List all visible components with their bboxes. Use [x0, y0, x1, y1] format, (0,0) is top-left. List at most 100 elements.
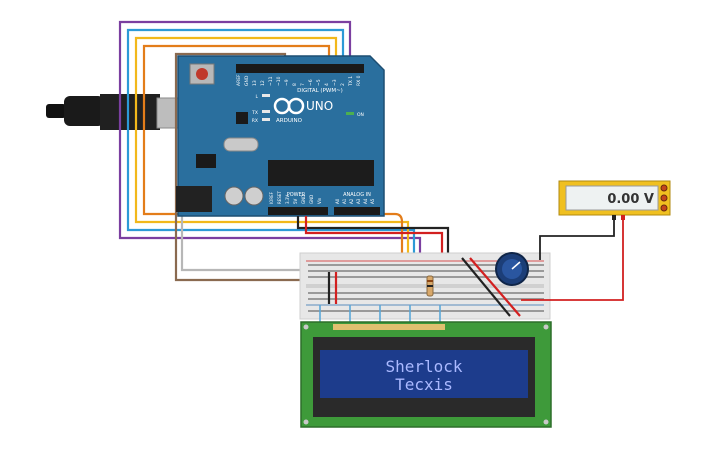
hole-row [308, 264, 544, 266]
analog-label: ANALOG IN [343, 192, 371, 198]
analog-pin-labels: A0 A1 A2 A3 A4 A5 [335, 198, 375, 204]
usb-cable-end [46, 104, 66, 118]
pin-label: RX 0 [356, 75, 362, 86]
multimeter-knob-bottom[interactable] [660, 204, 668, 212]
pin-label: 2 [340, 83, 346, 86]
capacitor-1 [224, 186, 244, 206]
wire-5v [304, 216, 444, 262]
pin-label: ~10 [276, 76, 282, 86]
atmega-chip [268, 160, 374, 186]
pin-label: GND [244, 75, 250, 86]
model-label: UNO [306, 99, 333, 113]
pin-label: ~11 [268, 76, 274, 86]
multimeter-reading: 0.00 V [607, 192, 654, 207]
power-pin-labels: IOREF RESET 3.3V 5V GND GND Vin [269, 191, 322, 204]
voltage-regulator [196, 154, 216, 168]
wire-yellow [134, 36, 410, 297]
usb-cable-strain-relief [64, 96, 104, 126]
led-label-l: L [255, 94, 258, 100]
hole-row [308, 298, 544, 300]
multimeter-display [565, 185, 659, 211]
lcd-mount-hole [543, 324, 549, 330]
lcd-mount-hole [543, 419, 549, 425]
digital-header [236, 64, 364, 73]
pin-label: RESET [277, 191, 282, 204]
pin-label: A4 [363, 198, 368, 204]
multimeter-knob-middle[interactable] [660, 194, 668, 202]
pin-label: Vin [317, 197, 322, 204]
probe-terminal-black [612, 215, 616, 220]
digital-pin-labels: AREF GND 13 12 ~11 ~10 ~9 8 7 ~6 ~5 4 ~3… [236, 74, 362, 87]
led-l [262, 94, 270, 97]
arduino-logo [273, 97, 305, 115]
pin-label: 12 [260, 80, 266, 86]
pin-label: A2 [349, 198, 354, 204]
breadboard-holes [308, 264, 544, 312]
power-jack [176, 186, 212, 212]
pin-label: IOREF [269, 191, 274, 204]
pin-label: A0 [335, 198, 340, 204]
potentiometer-indicator [511, 261, 521, 270]
multimeter-probe-wires [521, 220, 624, 301]
brand-label: ARDUINO [276, 118, 303, 124]
pin-label: AREF [236, 74, 242, 86]
pin-label: 5V [293, 198, 298, 204]
led-label-tx: TX [251, 110, 258, 116]
wire-purple [118, 20, 422, 297]
hole-row [308, 292, 544, 294]
led-rx [262, 118, 270, 121]
jumper-diag-black [461, 257, 511, 317]
led-label-rx: RX [252, 118, 258, 124]
pin-label: GND [309, 195, 314, 204]
pin-label: TX 1 [348, 76, 354, 87]
hole-row [308, 270, 544, 272]
crystal [223, 137, 259, 152]
pin-label: ~5 [316, 79, 322, 86]
pin-label: A3 [356, 198, 361, 204]
pin-label: GND [301, 195, 306, 204]
pin-label: ~3 [332, 79, 338, 86]
led-tx [262, 110, 270, 113]
lcd-mount-hole [303, 419, 309, 425]
lcd-line-1: Sherlock [385, 357, 462, 376]
capacitor-2 [244, 186, 264, 206]
usb-chip [236, 112, 248, 124]
hole-row [308, 276, 544, 278]
analog-header [334, 207, 380, 215]
pin-label: A1 [342, 198, 347, 204]
usb-cable-plug [100, 94, 160, 130]
pin-label: 8 [292, 83, 298, 86]
power-header [268, 207, 328, 215]
wire-orange [142, 44, 404, 297]
probe-wire-red [521, 220, 624, 301]
pin-label: ~6 [308, 79, 314, 86]
pin-label: 4 [324, 83, 330, 86]
resistor-band [427, 285, 433, 287]
breadboard-channel [306, 284, 544, 288]
lcd-wires [319, 305, 441, 324]
lcd-module: Sherlock Tecxis [300, 321, 552, 428]
breadboard-components [327, 252, 529, 317]
on-label: ON [357, 112, 364, 118]
arduino-uno-board: AREF GND 13 12 ~11 ~10 ~9 8 7 ~6 ~5 4 ~3… [176, 55, 385, 217]
multimeter-knob-top[interactable] [660, 184, 668, 192]
digital-label: DIGITAL (PWM~) [297, 88, 343, 94]
hole-row [308, 310, 544, 312]
resistor-band [427, 280, 433, 282]
wire-gnd [296, 216, 450, 262]
logo-loop-right [287, 97, 305, 115]
pin-label: A5 [370, 198, 375, 204]
reset-button[interactable] [196, 68, 208, 80]
probe-terminal-red [621, 215, 625, 220]
wire-cyan [126, 28, 416, 297]
probe-wire-black [539, 220, 615, 260]
power-label: POWER [287, 192, 306, 198]
lcd-line-2: Tecxis [395, 375, 453, 394]
pin-label: 7 [300, 83, 306, 86]
lcd-mount-hole [303, 324, 309, 330]
multimeter: 0.00 V [558, 180, 671, 220]
lcd-screen [320, 350, 528, 398]
pin-label: 13 [252, 80, 258, 86]
